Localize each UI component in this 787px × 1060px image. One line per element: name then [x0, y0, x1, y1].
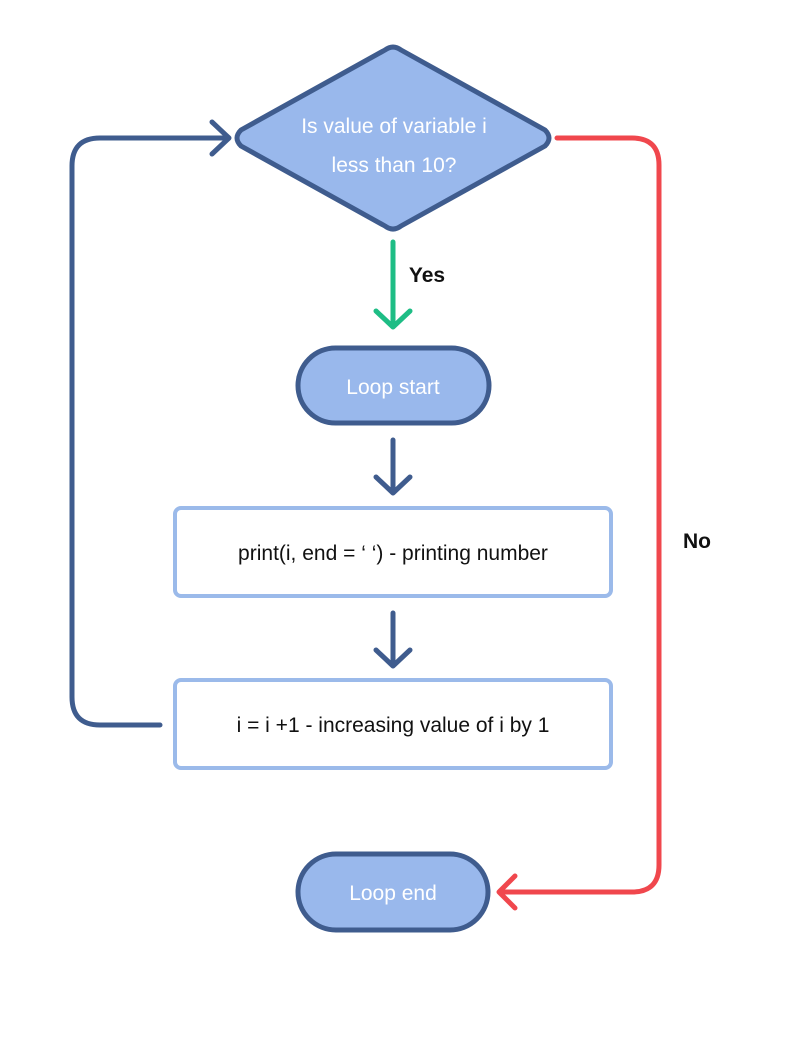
- loop-back-arrowhead: [209, 119, 232, 157]
- yes-arrowhead: [373, 308, 413, 330]
- no-arrowhead: [496, 873, 518, 911]
- loop-back-connector: [69, 135, 231, 728]
- no-connector: [499, 135, 662, 895]
- increment-step-box: [173, 678, 613, 770]
- print-step-box: [173, 506, 613, 598]
- loop-start-label: Loop start: [346, 376, 440, 399]
- increment-step-label: i = i +1 - increasing value of i by 1: [237, 714, 550, 737]
- decision-diamond: [234, 44, 552, 232]
- decision-text-line2: less than 10?: [332, 154, 457, 177]
- yes-label: Yes: [409, 264, 445, 287]
- print-step-label: print(i, end = ‘ ‘) - printing number: [238, 542, 548, 565]
- loop-end-terminator: [295, 851, 491, 933]
- flow-arrow-2-head: [373, 647, 413, 669]
- flow-arrow-1-head: [373, 474, 413, 496]
- loop-end-label: Loop end: [349, 882, 437, 905]
- no-label: No: [683, 530, 711, 553]
- loop-start-terminator: [295, 345, 492, 426]
- decision-text-line1: Is value of variable i: [301, 115, 487, 138]
